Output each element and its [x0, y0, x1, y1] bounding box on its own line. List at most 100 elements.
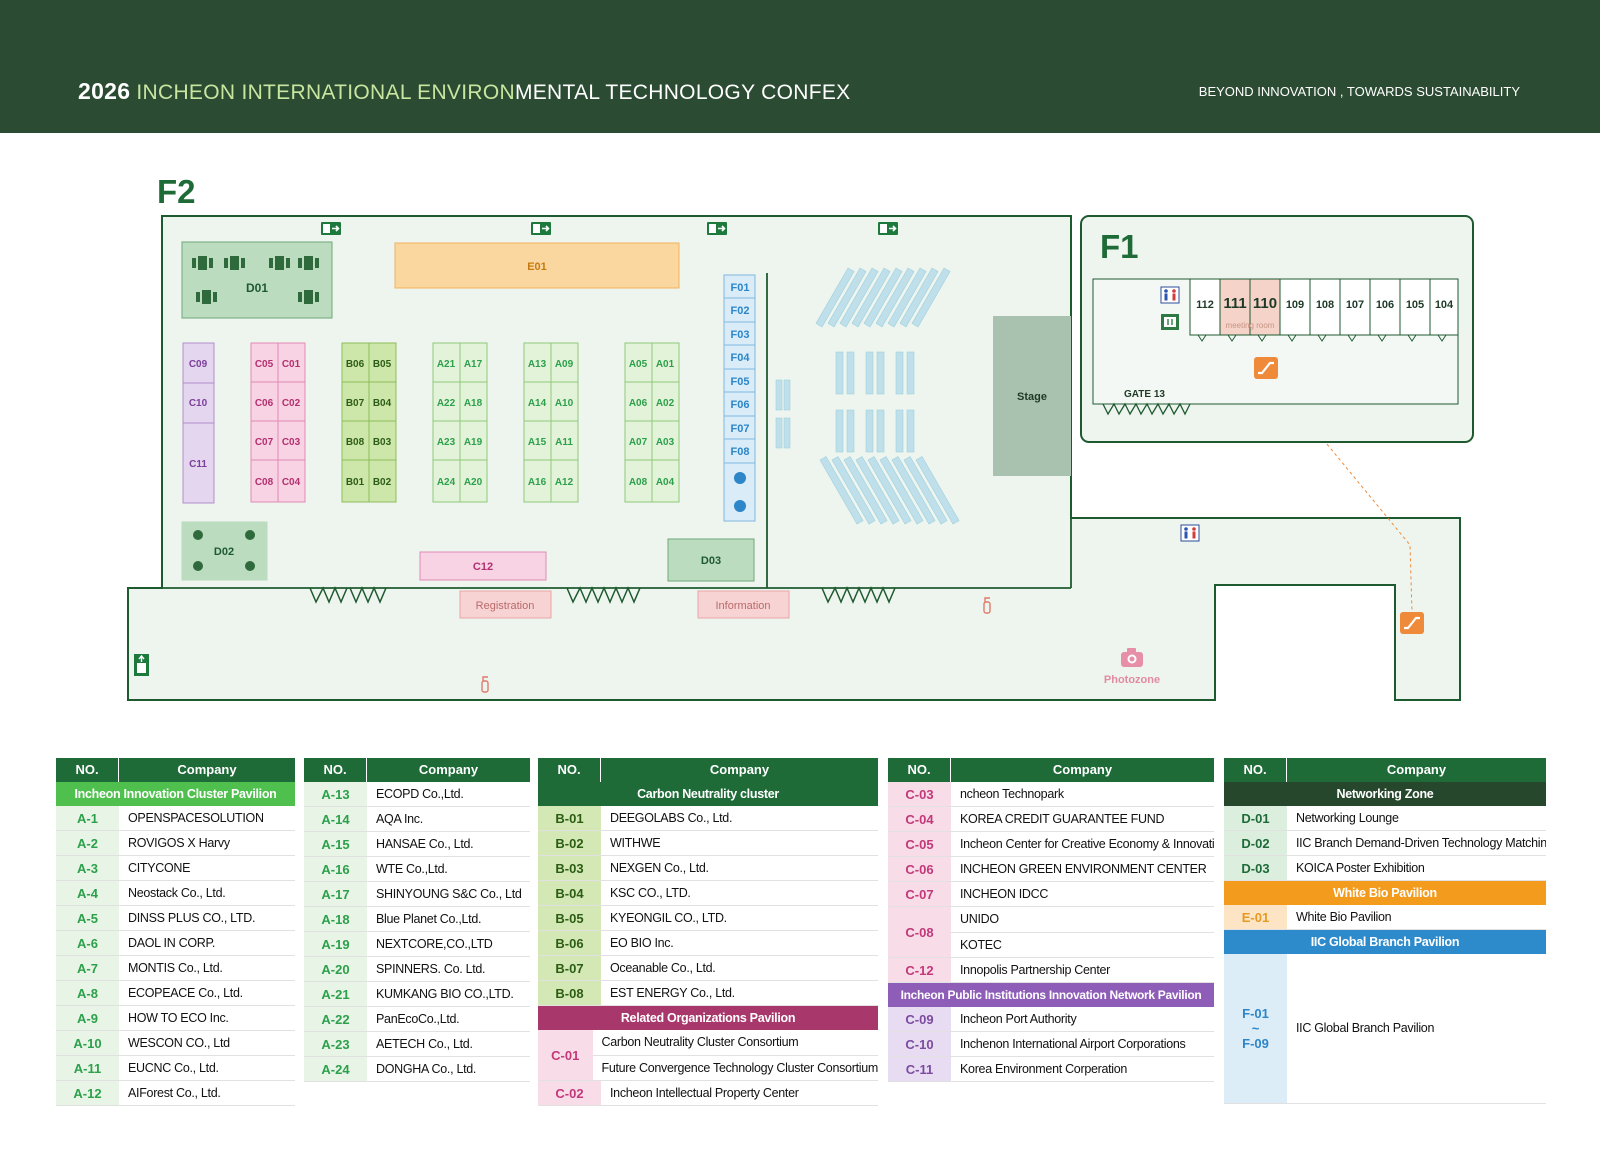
legend-header: NO.Company	[1224, 758, 1546, 782]
booth-a17[interactable]	[459, 342, 488, 383]
booth-c01[interactable]	[277, 342, 306, 383]
booth-label: C10	[189, 398, 208, 409]
booth-label: F07	[731, 423, 750, 435]
room-label: 106	[1376, 299, 1394, 311]
booth-label: D01	[246, 281, 268, 295]
room-110[interactable]	[1249, 278, 1281, 336]
booth-b05[interactable]	[368, 342, 397, 383]
booth-a12[interactable]	[550, 459, 579, 503]
booth-a11[interactable]	[550, 420, 579, 461]
room-107[interactable]	[1339, 278, 1371, 336]
booth-f08[interactable]	[723, 438, 756, 464]
room-106[interactable]	[1369, 278, 1401, 336]
booth-c10[interactable]	[182, 382, 215, 424]
booth-d01[interactable]: D01	[181, 241, 333, 319]
booth-c06[interactable]	[250, 381, 279, 422]
booth-c07[interactable]	[250, 420, 279, 461]
booth-c12[interactable]: C12	[419, 551, 547, 581]
booth-a03[interactable]	[651, 420, 680, 461]
registration-desk[interactable]: Registration	[459, 590, 552, 619]
meeting-room-label: meeting room	[1226, 321, 1275, 330]
room-109[interactable]	[1279, 278, 1311, 336]
booth-a10[interactable]	[550, 381, 579, 422]
booth-label: F08	[731, 446, 750, 458]
booth-b06[interactable]	[341, 342, 370, 383]
table-icon	[192, 256, 319, 304]
booth-f06[interactable]	[723, 391, 756, 417]
information-desk[interactable]: Information	[697, 590, 790, 619]
event-title-rest: MENTAL TECHNOLOGY CONFEX	[514, 81, 851, 104]
booth-label: B02	[373, 477, 392, 488]
booth-a18[interactable]	[459, 381, 488, 422]
booth-a20[interactable]	[459, 459, 488, 503]
booth-f02[interactable]	[723, 297, 756, 323]
booth-a16[interactable]	[523, 459, 552, 503]
booth-a05[interactable]	[624, 342, 653, 383]
escalator-icon	[1400, 612, 1424, 634]
booth-label: B05	[373, 359, 392, 370]
booth-label: A17	[464, 359, 483, 370]
booth-c08[interactable]	[250, 459, 279, 503]
booth-d02[interactable]: D02	[181, 521, 268, 581]
booth-label: A10	[555, 398, 574, 409]
room-111[interactable]	[1219, 278, 1251, 336]
room-label: 105	[1406, 299, 1424, 311]
room-label: 109	[1286, 299, 1304, 311]
room-label: 110	[1253, 295, 1277, 312]
booth-c03[interactable]	[277, 420, 306, 461]
booth-a24[interactable]	[432, 459, 461, 503]
booth-label: B01	[346, 477, 365, 488]
door	[349, 586, 387, 604]
booth-label: C04	[282, 477, 301, 488]
room-108[interactable]	[1309, 278, 1341, 336]
room-105[interactable]	[1399, 278, 1431, 336]
booth-a04[interactable]	[651, 459, 680, 503]
booth-b01[interactable]	[341, 459, 370, 503]
booth-a08[interactable]	[624, 459, 653, 503]
booth-a06[interactable]	[624, 381, 653, 422]
legend-column-3: NO.Company Carbon Neutrality cluster B-0…	[538, 758, 878, 1106]
booth-label: A24	[437, 477, 456, 488]
booth-c09[interactable]	[182, 342, 215, 384]
booth-label: A23	[437, 437, 456, 448]
booth-a09[interactable]	[550, 342, 579, 383]
booth-a19[interactable]	[459, 420, 488, 461]
booth-e01[interactable]: E01	[394, 242, 680, 289]
booth-b02[interactable]	[368, 459, 397, 503]
booth-d03[interactable]: D03	[667, 538, 755, 582]
booth-b07[interactable]	[341, 381, 370, 422]
emergency-exit-icon	[530, 221, 552, 236]
booth-c11[interactable]	[182, 422, 215, 504]
booth-label: A04	[656, 477, 675, 488]
booth-c02[interactable]	[277, 381, 306, 422]
room-104[interactable]	[1429, 278, 1459, 336]
booth-f-meeting[interactable]	[723, 462, 756, 522]
booth-c04[interactable]	[277, 459, 306, 503]
booth-b03[interactable]	[368, 420, 397, 461]
booth-a01[interactable]	[651, 342, 680, 383]
booth-label: A19	[464, 437, 483, 448]
fire-extinguisher-icon	[983, 597, 991, 614]
booth-label: C05	[255, 359, 274, 370]
floor-label-f1: F1	[1100, 228, 1139, 265]
booth-b08[interactable]	[341, 420, 370, 461]
booth-a15[interactable]	[523, 420, 552, 461]
booth-label: A11	[555, 437, 573, 448]
